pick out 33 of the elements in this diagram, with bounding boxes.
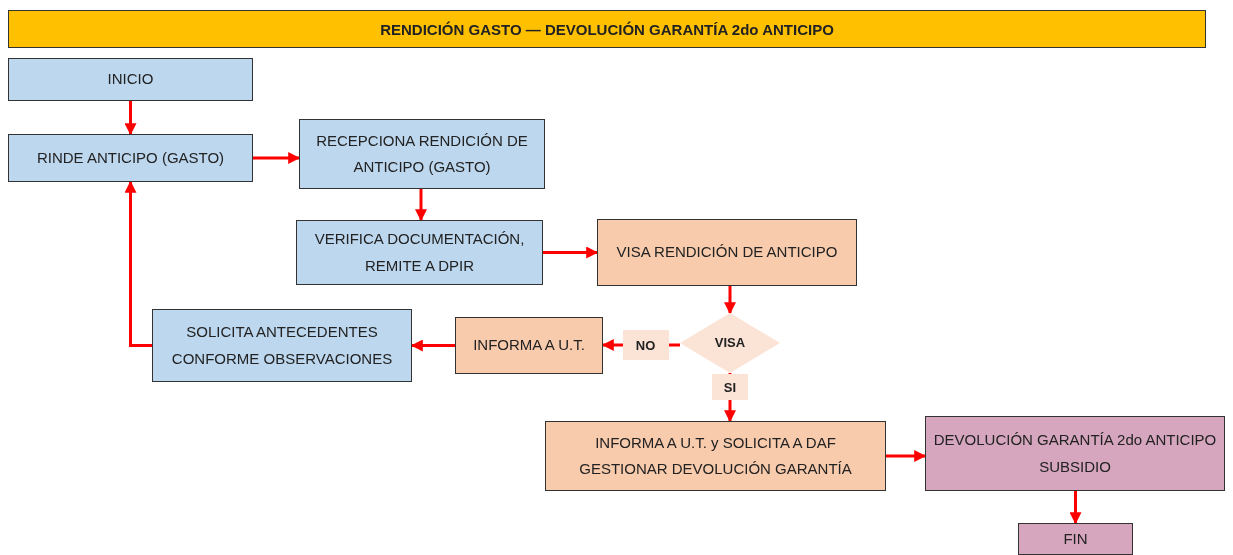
edge-label: SI <box>712 374 748 400</box>
edge-label: NO <box>622 330 669 360</box>
arrow <box>543 246 599 259</box>
box-text: INFORMA A U.T. y SOLICITA A DAF GESTIONAR DEVOLUCIÓN GARANTÍA <box>578 432 853 479</box>
box-text: VISA RENDICIÓN DE ANTICIPO <box>615 242 839 263</box>
arrow <box>124 101 137 136</box>
process-box <box>152 309 412 382</box>
box-text: FIN <box>1062 528 1089 549</box>
arrow <box>124 180 152 347</box>
arrow <box>1069 491 1082 525</box>
process-box <box>296 220 543 285</box>
box-text: DEVOLUCIÓN GARANTÍA 2do ANTICIPO SUBSIDIO <box>932 430 1218 477</box>
box-text: INFORMA A U.T. <box>472 335 586 356</box>
process-box <box>925 416 1225 491</box>
box-text: RINDE ANTICIPO (GASTO) <box>35 147 226 168</box>
terminal-box <box>8 58 253 101</box>
arrow <box>410 339 455 352</box>
process-box <box>299 119 545 189</box>
process-box <box>545 421 886 491</box>
box-text: RECEPCIONA RENDICIÓN DE ANTICIPO (GASTO) <box>315 130 529 177</box>
box-text: SOLICITA ANTECEDENTES CONFORME OBSERVACIONES <box>170 322 394 369</box>
decision-label: VISA <box>713 333 747 352</box>
terminal-box <box>1018 523 1133 555</box>
box-text: INICIO <box>106 69 155 90</box>
arrow <box>886 450 927 462</box>
arrow <box>724 286 736 315</box>
process-box <box>8 134 253 182</box>
process-box <box>597 219 857 286</box>
arrow <box>415 189 427 222</box>
arrow <box>253 152 301 164</box>
box-text: VERIFICA DOCUMENTACIÓN, REMITE A DPIR <box>313 229 526 276</box>
process-box <box>455 317 603 374</box>
title-text: RENDICIÓN GASTO — DEVOLUCIÓN GARANTÍA 2do ANTICIPO <box>380 20 834 38</box>
